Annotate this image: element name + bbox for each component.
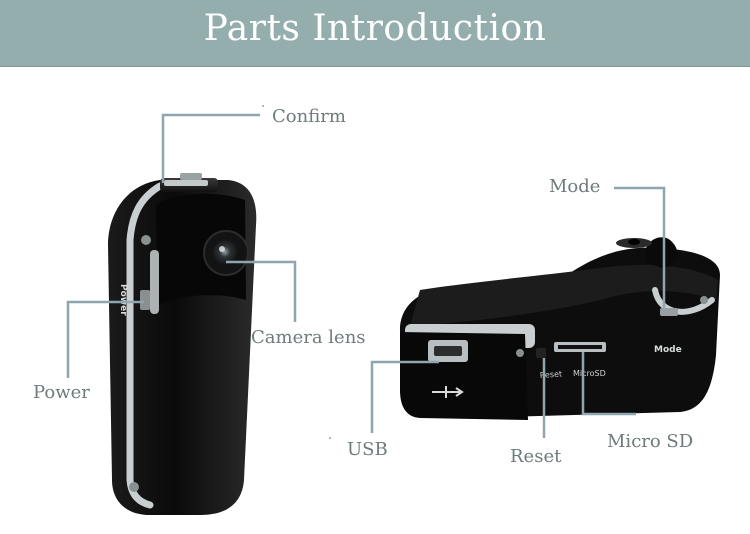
- right-camera-device: Mode Reset MicroSD: [400, 237, 720, 420]
- mode-button-right: [660, 308, 678, 316]
- diagram-canvas: Power: [66, 105, 720, 515]
- callout-confirm: Confirm: [272, 106, 346, 127]
- callout-usb: USB: [347, 439, 388, 460]
- page-title: Parts Introduction: [203, 8, 547, 49]
- device-mode-text: Mode: [654, 345, 682, 355]
- device-microsd-text: MicroSD: [573, 369, 606, 378]
- callout-mode: Mode: [549, 176, 601, 197]
- usb-leader-line: [370, 360, 439, 433]
- mode-leader-line: [614, 186, 666, 312]
- callout-leaders: [66, 113, 666, 438]
- callout-camera-lens: Camera lens: [251, 327, 366, 348]
- callout-power: Power: [33, 382, 90, 403]
- title-banner: Parts Introduction: [0, 0, 750, 67]
- power-button-left: [140, 290, 150, 310]
- micro-sd-leader-line: [581, 352, 636, 416]
- usb-port-part: [428, 340, 468, 398]
- confirm-leader-line: [161, 113, 260, 183]
- parts-diagram: Power: [0, 66, 750, 534]
- callout-reset: Reset: [510, 446, 562, 467]
- power-leader-line: [66, 300, 144, 378]
- confirm-button-part: [160, 173, 218, 192]
- callout-micro-sd: Micro SD: [607, 431, 694, 452]
- left-camera-device: Power: [108, 173, 257, 515]
- camera-lens-part: [203, 230, 249, 276]
- camera-lens-leader-line: [226, 260, 297, 322]
- device-reset-text: Reset: [540, 369, 563, 380]
- device-power-text: Power: [118, 284, 128, 316]
- microsd-slot-part: MicroSD: [554, 342, 606, 378]
- reset-hole-part: Reset: [516, 348, 562, 380]
